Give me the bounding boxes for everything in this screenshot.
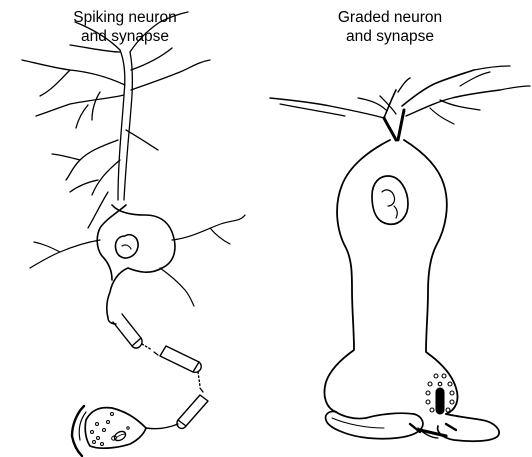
spiking-dendrites [22,12,210,228]
graded-synapse [326,374,499,441]
graded-dendrites [270,66,530,140]
spiking-synapse [72,406,146,456]
graded-soma [324,140,457,414]
spiking-soma [30,205,245,318]
graded-neuron [270,66,530,441]
spiking-neuron [22,12,245,456]
